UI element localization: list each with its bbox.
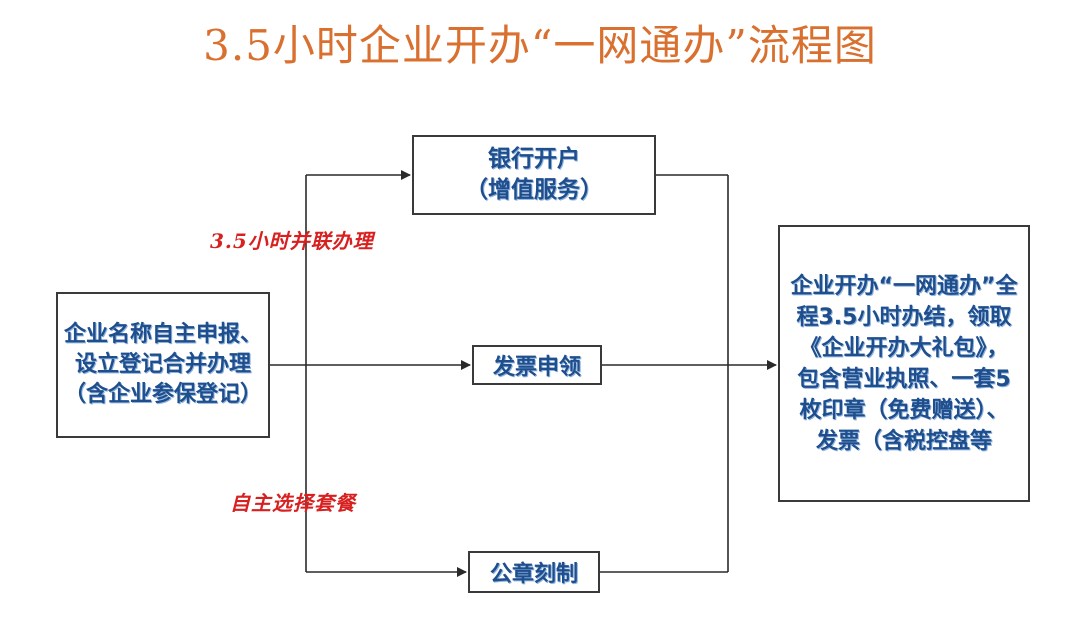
step-name-registration-box: 企业名称自主申报、设立登记合并办理（含企业参保登记） bbox=[56, 292, 270, 438]
annotation-parallel: 3.5小时并联办理 bbox=[210, 229, 374, 253]
step-invoice-text: 发票申领 bbox=[492, 355, 581, 380]
page-title: 3.5小时企业开办“一网通办”流程图 bbox=[203, 21, 877, 70]
result-box: 企业开办“一网通办”全程3.5小时办结，领取《企业开办大礼包》，包含营业执照、一… bbox=[778, 225, 1030, 502]
step-seal-text: 公章刻制 bbox=[489, 562, 578, 587]
step-bank-account-box: 银行开户 （增值服务） bbox=[412, 135, 656, 215]
step-name-registration-text: 企业名称自主申报、设立登记合并办理（含企业参保登记） bbox=[64, 322, 263, 407]
step-bank-account-subtitle: （增值服务） bbox=[465, 177, 603, 203]
annotation-package: 自主选择套餐 bbox=[230, 491, 356, 515]
result-text: 企业开办“一网通办”全程3.5小时办结，领取《企业开办大礼包》，包含营业执照、一… bbox=[790, 273, 1018, 454]
step-bank-account-title: 银行开户 bbox=[488, 146, 580, 172]
step-seal-box: 公章刻制 bbox=[468, 551, 600, 593]
step-invoice-box: 发票申领 bbox=[472, 345, 602, 385]
